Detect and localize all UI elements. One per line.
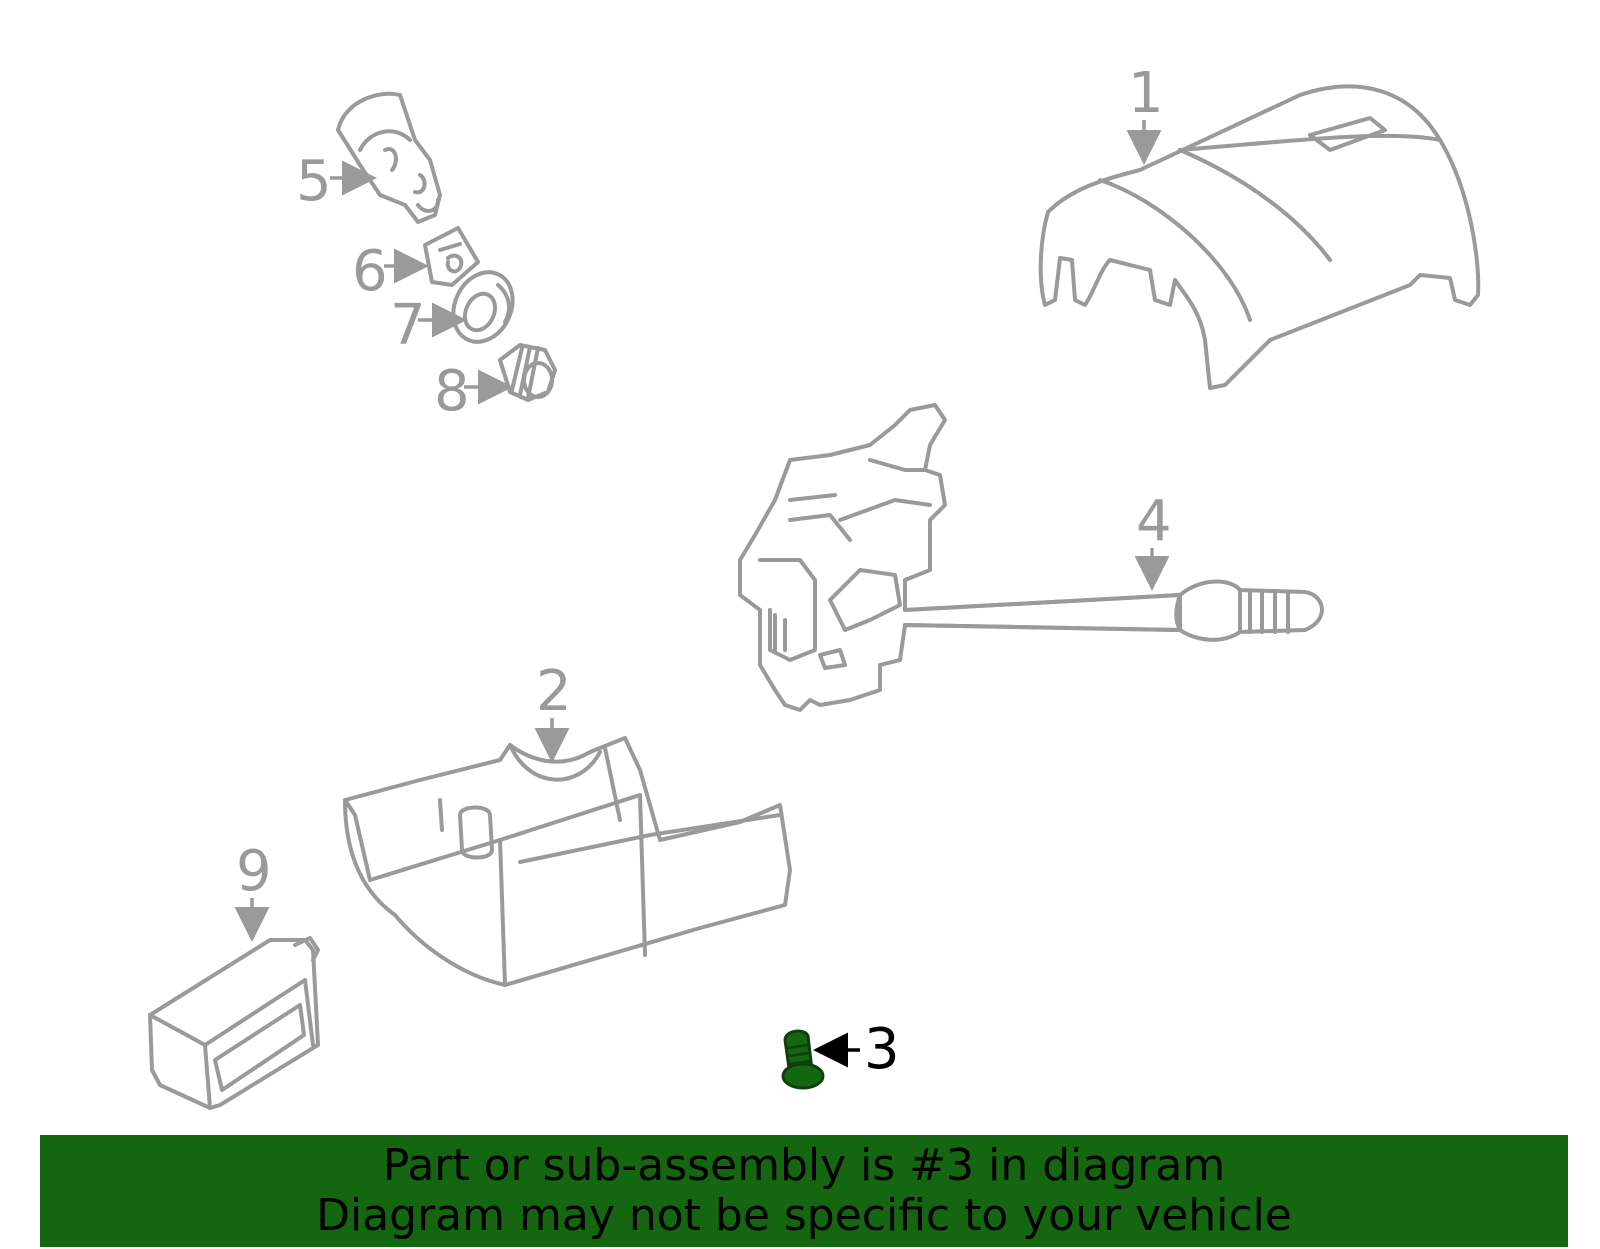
banner-line-2: Diagram may not be specific to your vehi… bbox=[316, 1190, 1292, 1241]
info-banner: Part or sub-assembly is #3 in diagram Di… bbox=[40, 1135, 1568, 1247]
part-8-knurled-nut[interactable] bbox=[498, 343, 557, 402]
callout-7: 7 bbox=[390, 293, 426, 358]
callout-1: 1 bbox=[1128, 61, 1164, 126]
part-9-bezel[interactable] bbox=[148, 936, 320, 1110]
callout-6: 6 bbox=[352, 239, 388, 304]
banner-line-1: Part or sub-assembly is #3 in diagram bbox=[382, 1140, 1226, 1191]
callout-4: 4 bbox=[1136, 489, 1172, 554]
part-3-bolt[interactable] bbox=[781, 1029, 825, 1090]
callout-2: 2 bbox=[536, 659, 572, 724]
callout-3: 3 bbox=[864, 1017, 900, 1082]
callout-5: 5 bbox=[296, 149, 332, 214]
part-4-combination-switch[interactable] bbox=[738, 403, 1324, 712]
part-2-lower-cover[interactable] bbox=[343, 736, 792, 987]
part-7-washer[interactable] bbox=[442, 263, 523, 352]
part-6-clip[interactable] bbox=[423, 226, 480, 287]
part-1-upper-cover[interactable] bbox=[1038, 84, 1481, 390]
callout-9: 9 bbox=[236, 839, 272, 904]
callout-8: 8 bbox=[434, 359, 470, 424]
part-5-lock-cylinder[interactable] bbox=[336, 91, 442, 224]
